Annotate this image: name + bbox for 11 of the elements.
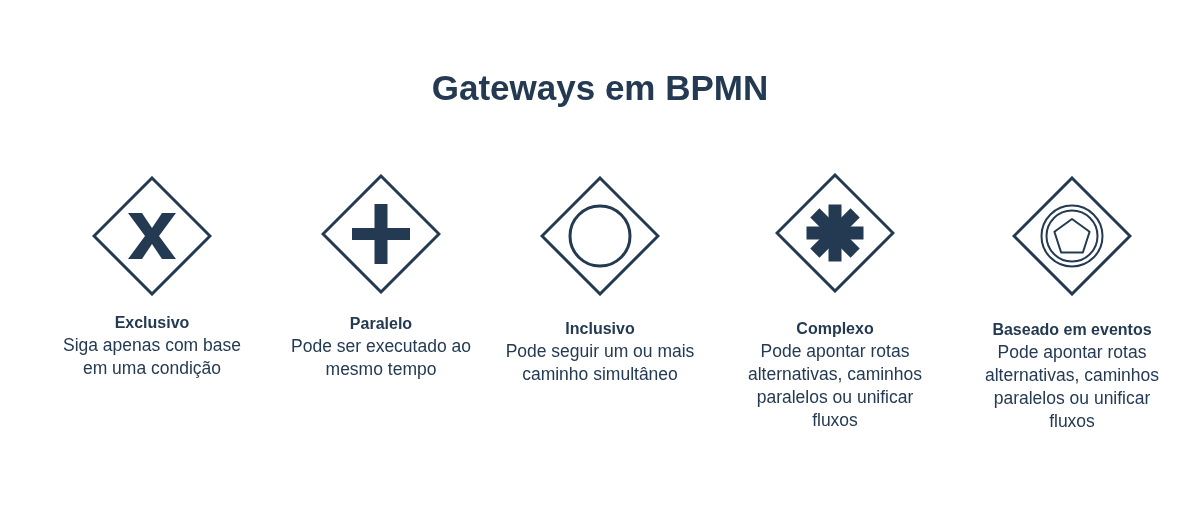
gateway-description: Pode apontar rotas alternativas, caminhos paralelos ou unificar fluxos [983, 341, 1161, 433]
gateway-name: Paralelo [348, 314, 414, 334]
gateway-name: Exclusivo [113, 313, 191, 333]
gateway-description: Siga apenas com base em uma condição [61, 334, 242, 380]
gateway-name: Complexo [795, 319, 875, 339]
gateway-name: Inclusivo [564, 319, 636, 339]
gateway-description: Pode seguir um ou mais caminho simultâneo [504, 340, 696, 386]
gateway-description: Pode ser executado ao mesmo tempo [290, 335, 472, 381]
gateway-name: Baseado em eventos [991, 320, 1153, 340]
diagram-title: Gateways em BPMN [431, 68, 769, 107]
gateway-description: Pode apontar rotas alternativas, caminhos paralelos ou unificar fluxos [746, 340, 924, 432]
